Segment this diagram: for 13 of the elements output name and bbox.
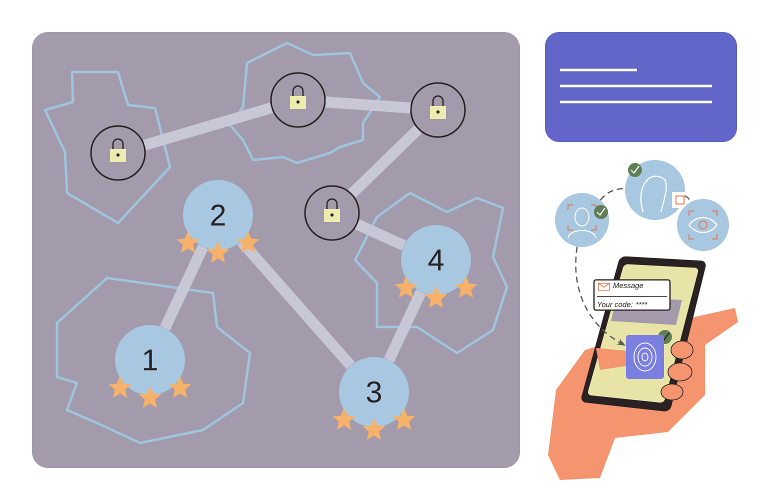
face-scan-icon: [555, 193, 609, 247]
fingerprint-pad: [626, 335, 664, 379]
dashed-connector: [684, 195, 691, 202]
lock-circle: [304, 185, 360, 241]
lock-circle: [410, 82, 466, 138]
lock-circle: [270, 72, 326, 128]
road-line: [348, 125, 422, 198]
road-line: [160, 244, 208, 330]
road-line: [143, 102, 273, 150]
dashed-connector: [600, 188, 625, 200]
head-scan-icon: [625, 160, 688, 220]
eye-scan-icon: [677, 199, 729, 251]
lock-circle: [90, 125, 146, 181]
